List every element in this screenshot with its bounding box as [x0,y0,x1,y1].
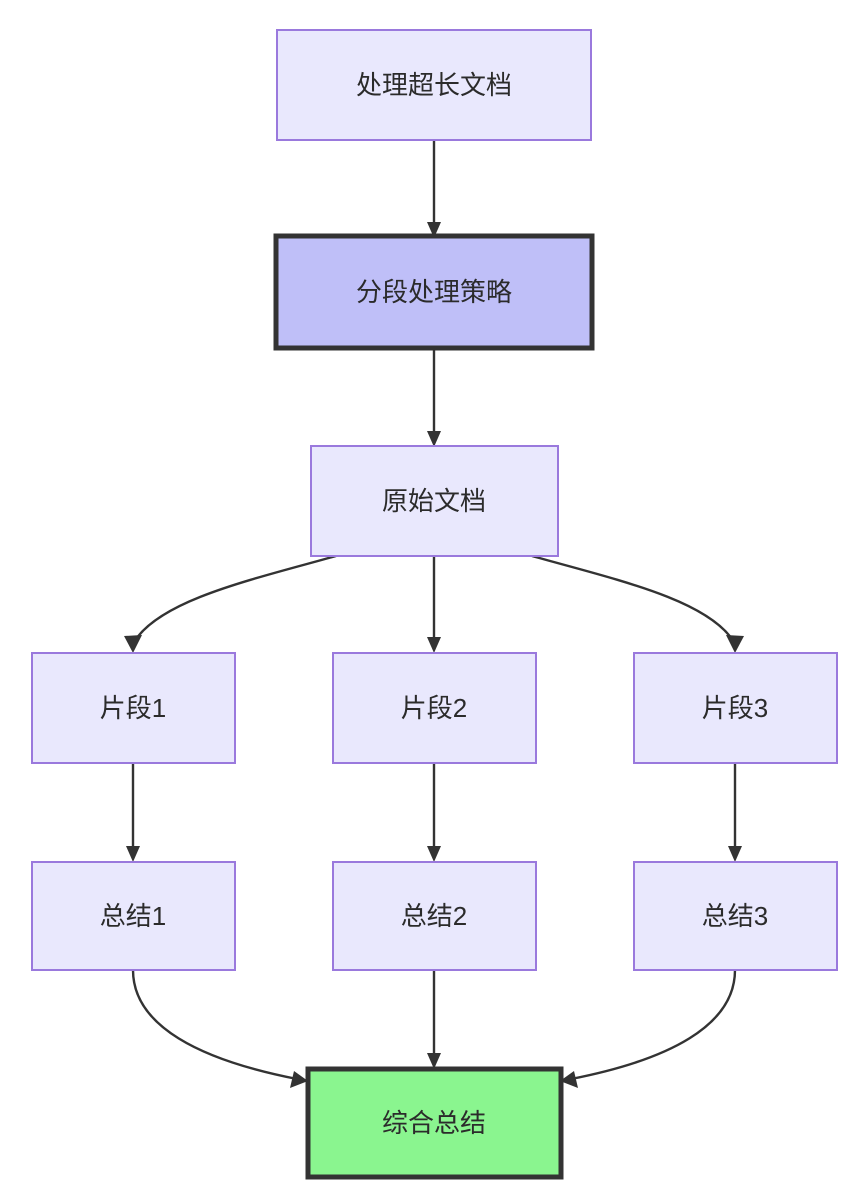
node-process-long-document[interactable]: 处理超长文档 [276,29,592,141]
edge-origin-to-chunk3 [531,554,744,653]
node-label: 片段1 [100,693,166,723]
edge-sum1-to-final [131,969,308,1088]
node-summary-1[interactable]: 总结1 [31,861,236,971]
node-label: 处理超长文档 [356,70,512,100]
node-summary-2[interactable]: 总结2 [332,861,537,971]
edge-doc-to-strategy [427,140,441,238]
edge-chunk2-to-sum2 [427,763,441,862]
node-label: 总结1 [100,901,166,931]
node-label: 片段2 [401,693,467,723]
edge-sum3-to-final [560,969,737,1088]
node-label: 原始文档 [382,486,486,516]
node-chunk-3[interactable]: 片段3 [633,652,838,764]
node-original-document[interactable]: 原始文档 [310,445,559,557]
node-label: 综合总结 [382,1108,486,1138]
edge-sum2-to-final [427,970,441,1069]
node-label: 片段3 [702,693,768,723]
edge-chunk3-to-sum3 [728,763,742,862]
node-label: 分段处理策略 [356,277,512,307]
edge-layer [124,140,744,1088]
node-chunk-strategy[interactable]: 分段处理策略 [273,233,595,351]
node-label: 总结3 [702,901,768,931]
edge-origin-to-chunk1 [124,554,337,653]
edge-origin-to-chunk2 [427,556,441,653]
node-chunk-1[interactable]: 片段1 [31,652,236,764]
node-label: 总结2 [401,901,467,931]
edge-strategy-to-origin [427,348,441,447]
node-chunk-2[interactable]: 片段2 [332,652,537,764]
node-layer: 处理超长文档 分段处理策略 原始文档 片段1 片段2 片段3 [31,29,838,1180]
edge-chunk1-to-sum1 [126,763,140,862]
node-summary-3[interactable]: 总结3 [633,861,838,971]
node-final-summary[interactable]: 综合总结 [305,1066,564,1180]
